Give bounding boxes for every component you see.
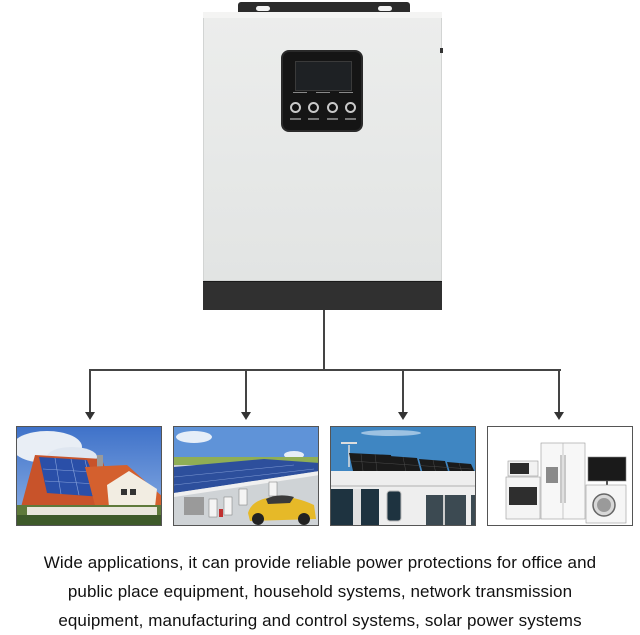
appliances-image — [487, 426, 633, 526]
branch-line — [245, 369, 247, 413]
esc-button[interactable] — [290, 102, 301, 113]
side-switch — [440, 48, 443, 53]
button-label — [344, 118, 356, 120]
branch-line — [89, 369, 91, 413]
branch-line — [558, 369, 560, 413]
arrow-down-icon — [554, 412, 564, 420]
lcd-display — [295, 61, 352, 91]
branch-line — [402, 369, 404, 413]
button-label — [326, 118, 338, 120]
rv-solar-image — [330, 426, 476, 526]
bracket-slot — [256, 6, 270, 11]
solar-carport-image — [173, 426, 319, 526]
applications-caption: Wide applications, it can provide reliab… — [0, 548, 640, 635]
arrow-down-icon — [85, 412, 95, 420]
branch-line — [89, 369, 561, 371]
enter-button[interactable] — [344, 102, 356, 113]
led-indicator-inv — [316, 92, 330, 96]
button-label — [308, 118, 320, 120]
button-label — [290, 118, 301, 120]
led-indicators — [293, 92, 353, 97]
mounting-bracket — [238, 2, 410, 14]
arrow-down-icon — [398, 412, 408, 420]
caption-line: public place equipment, household system… — [67, 582, 573, 601]
caption-line: Wide applications, it can provide reliab… — [43, 553, 597, 572]
led-indicator-fault — [339, 92, 353, 96]
button-labels — [290, 118, 356, 124]
down-button[interactable] — [326, 102, 338, 113]
house-solar-image — [16, 426, 162, 526]
led-indicator-ac — [293, 92, 307, 96]
arrow-down-icon — [241, 412, 251, 420]
trunk-line — [323, 310, 325, 370]
up-button[interactable] — [308, 102, 320, 113]
inverter-base — [203, 281, 442, 310]
control-panel — [281, 50, 363, 132]
inverter-top-edge — [203, 12, 442, 18]
caption-line: equipment, manufacturing and control sys… — [58, 611, 582, 630]
control-buttons — [290, 102, 356, 116]
bracket-slot — [378, 6, 392, 11]
